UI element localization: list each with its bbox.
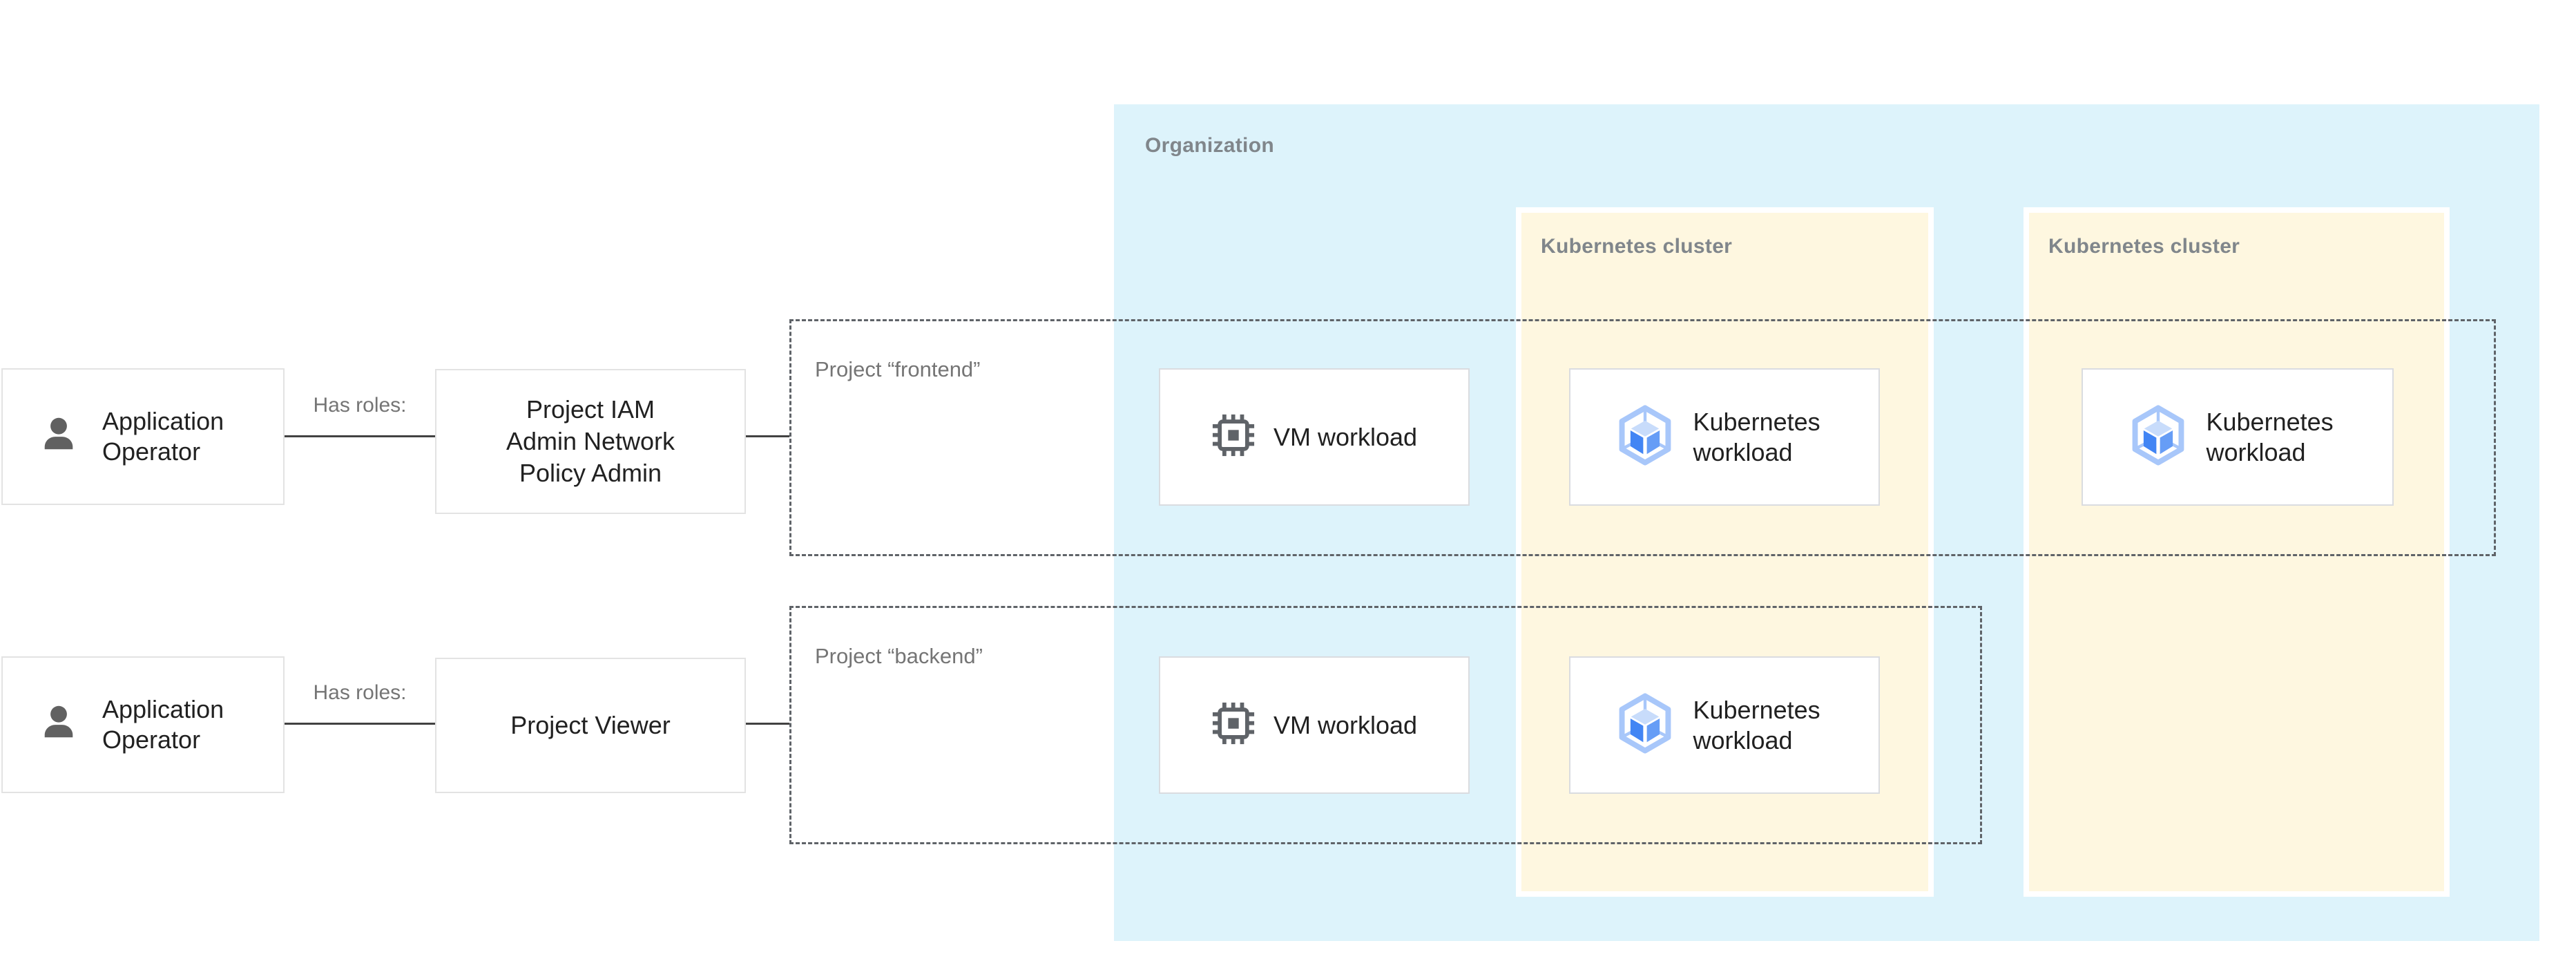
role-line-2: Admin Network bbox=[506, 427, 675, 455]
project-backend-boundary: Project “backend” bbox=[789, 606, 1982, 844]
application-operator-node-2: Application Operator bbox=[1, 656, 285, 793]
role-node-project-iam-admin: Project IAM Admin Network Policy Admin bbox=[435, 369, 746, 514]
project-viewer-label: Project Viewer bbox=[510, 711, 671, 739]
role-node-project-viewer: Project Viewer bbox=[435, 658, 746, 793]
person-icon bbox=[35, 699, 83, 751]
person-icon bbox=[35, 411, 83, 463]
kubernetes-cluster-1-label: Kubernetes cluster bbox=[1541, 235, 1733, 258]
kubernetes-cluster-2-label: Kubernetes cluster bbox=[2048, 235, 2240, 258]
project-frontend-boundary: Project “frontend” bbox=[789, 319, 2496, 556]
kubernetes-workload-node-cluster1-frontend: Kubernetes workload bbox=[1569, 368, 1880, 506]
chip-icon bbox=[1211, 701, 1256, 749]
has-roles-label-1: Has roles: bbox=[313, 394, 407, 417]
kubernetes-workload-label: Kubernetes workload bbox=[2206, 407, 2334, 466]
organization-label: Organization bbox=[1145, 134, 1274, 157]
kubernetes-cluster-2: Kubernetes cluster bbox=[2024, 207, 2450, 897]
gke-hexagon-cube-icon bbox=[1615, 693, 1675, 757]
vm-workload-node-frontend: VM workload bbox=[1159, 368, 1470, 506]
kubernetes-workload-node-cluster2-frontend: Kubernetes workload bbox=[2082, 368, 2394, 506]
has-roles-label-2: Has roles: bbox=[313, 681, 407, 704]
edge-operator-to-role-1 bbox=[285, 435, 435, 437]
application-operator-node-1: Application Operator bbox=[1, 368, 285, 505]
kubernetes-workload-label: Kubernetes workload bbox=[1693, 407, 1820, 466]
project-backend-label: Project “backend” bbox=[815, 644, 983, 668]
edge-role-to-project-backend bbox=[746, 723, 789, 725]
project-frontend-label: Project “frontend” bbox=[815, 357, 981, 381]
application-operator-label: Application Operator bbox=[102, 695, 224, 754]
edge-operator-to-role-2 bbox=[285, 723, 435, 725]
gke-hexagon-cube-icon bbox=[1615, 405, 1675, 469]
vm-workload-label: VM workload bbox=[1273, 710, 1418, 739]
gke-hexagon-cube-icon bbox=[2128, 405, 2189, 469]
kubernetes-workload-node-cluster1-backend: Kubernetes workload bbox=[1569, 656, 1880, 794]
application-operator-label: Application Operator bbox=[102, 407, 224, 466]
role-line-3: Policy Admin bbox=[519, 459, 662, 487]
chip-icon bbox=[1211, 413, 1256, 461]
role-line-1: Project IAM bbox=[526, 395, 655, 424]
kubernetes-workload-label: Kubernetes workload bbox=[1693, 695, 1820, 754]
vm-workload-node-backend: VM workload bbox=[1159, 656, 1470, 794]
edge-role-to-project-frontend bbox=[746, 435, 789, 437]
vm-workload-label: VM workload bbox=[1273, 422, 1418, 451]
